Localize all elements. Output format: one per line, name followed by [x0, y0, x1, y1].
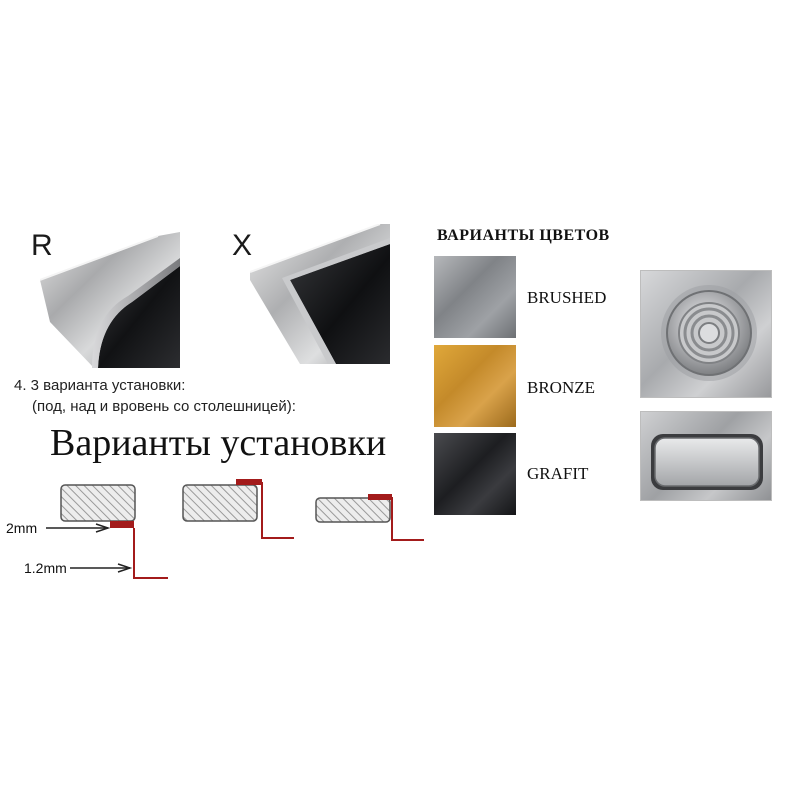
drain-strainer-icon	[661, 285, 757, 381]
rounded-corner-illustration	[40, 232, 180, 368]
corner-label-x: X	[232, 229, 253, 262]
overflow-cover-photo	[640, 411, 772, 501]
corner-x-image	[250, 224, 390, 364]
swatch-label-grafit: GRAFIT	[527, 464, 589, 483]
undermount-accent	[110, 521, 134, 528]
swatch-label-bronze: BRONZE	[527, 378, 595, 397]
swatch-label-brushed: BRUSHED	[527, 288, 607, 307]
dimension-label-2mm: 2mm	[6, 520, 38, 536]
diagram-undermount	[46, 484, 168, 579]
drain-strainer-photo	[640, 270, 772, 398]
swatch-brushed	[434, 256, 516, 338]
installation-diagram-svg	[46, 479, 424, 579]
swatch-bronze	[434, 345, 516, 427]
installation-title: Варианты установки	[50, 422, 387, 464]
installation-note-line1: 4. 3 варианта установки:	[14, 377, 186, 394]
sharp-corner-illustration	[250, 224, 390, 364]
corner-r-image	[40, 232, 180, 368]
diagram-topmount	[182, 479, 294, 539]
diagram-flushmount	[315, 494, 424, 541]
swatch-grafit	[434, 433, 516, 515]
dimension-label-1-2mm: 1.2mm	[24, 560, 67, 576]
installation-note-line2: (под, над и вровень со столешницей):	[32, 398, 296, 415]
arrow-2mm-icon	[95, 523, 111, 533]
colors-heading: ВАРИАНТЫ ЦВЕТОВ	[437, 227, 610, 244]
corner-label-r: R	[31, 229, 53, 262]
overflow-cover-icon	[651, 434, 763, 490]
installation-diagrams	[0, 470, 440, 590]
arrow-1-2mm-icon	[117, 563, 133, 573]
